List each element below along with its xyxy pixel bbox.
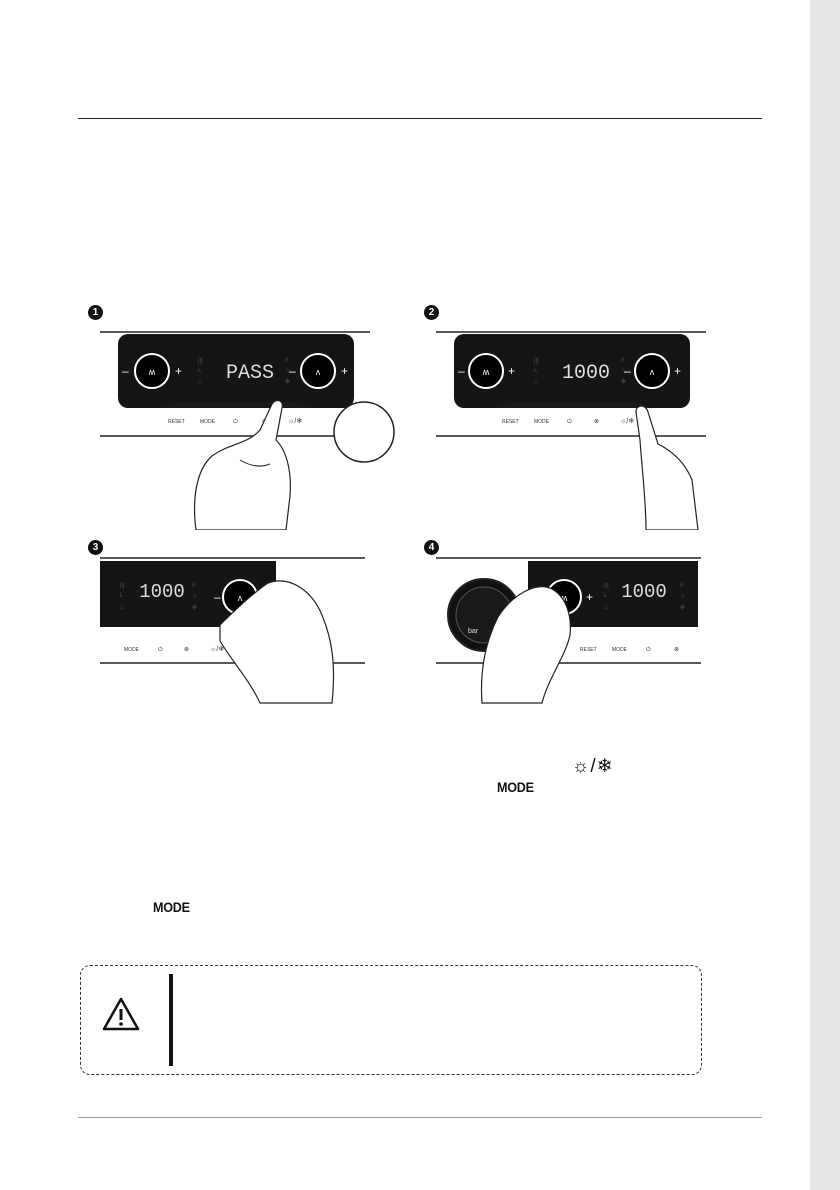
step-4-mode-label: MODE	[612, 647, 628, 653]
svg-text:|||: |||	[198, 358, 203, 364]
step-4-gauge-label: bar	[468, 628, 479, 635]
step-1-dhw-knob[interactable]: ʌ	[300, 353, 336, 389]
svg-text:|||: |||	[604, 583, 609, 589]
page-side-strip	[810, 0, 840, 1190]
step-2-badge: 2	[424, 305, 439, 320]
warning-divider	[169, 974, 173, 1066]
svg-text:ʍ: ʍ	[561, 593, 568, 603]
svg-text:⌂: ⌂	[604, 605, 608, 611]
svg-text:–: –	[624, 364, 631, 378]
svg-text:♨: ♨	[680, 592, 685, 599]
svg-text:✻: ✻	[680, 604, 685, 611]
svg-text:⊗: ⊗	[674, 647, 679, 653]
svg-text:L: L	[198, 368, 202, 374]
svg-text:⏻: ⏻	[646, 646, 651, 653]
svg-text:♨: ♨	[285, 367, 290, 374]
svg-text:⏻: ⏻	[233, 418, 238, 425]
svg-text:⌂: ⌂	[534, 379, 538, 385]
svg-text:♨: ♨	[192, 592, 197, 599]
footer-rule	[78, 1117, 762, 1118]
step-4-display: 1000	[621, 581, 667, 603]
svg-text:/\: /\	[680, 583, 684, 589]
step-3-mode-label: MODE	[124, 647, 140, 653]
step-4-reset-label: RESET	[580, 647, 597, 653]
svg-text:✻: ✻	[285, 378, 290, 385]
svg-text:ʌ: ʌ	[650, 367, 655, 377]
svg-text:ʍ: ʍ	[149, 367, 156, 377]
svg-text:+: +	[175, 364, 182, 378]
svg-text:/\: /\	[192, 583, 196, 589]
svg-text:✻: ✻	[192, 604, 197, 611]
svg-text:☼/❄: ☼/❄	[620, 417, 634, 425]
svg-text:/\: /\	[621, 358, 625, 364]
svg-text:ʍ: ʍ	[483, 367, 490, 377]
step-2-dhw-knob[interactable]: ʌ	[634, 353, 670, 389]
step-1-display: PASS	[226, 362, 274, 385]
step-1-heating-knob[interactable]: ʍ	[134, 353, 170, 389]
step-1-badge: 1	[88, 305, 103, 320]
mode-symbol-2: MODE	[153, 899, 190, 915]
svg-text:⊗: ⊗	[594, 419, 599, 425]
warning-box	[80, 965, 702, 1075]
step-2-display: 1000	[562, 362, 610, 385]
step-1-reset-label: RESET	[168, 419, 185, 425]
svg-text:–: –	[214, 590, 221, 604]
svg-text:+: +	[586, 590, 593, 604]
svg-text:|||: |||	[120, 583, 125, 589]
svg-text:–: –	[122, 364, 129, 378]
step-2-reset-label: RESET	[502, 419, 519, 425]
step-3-display: 1000	[139, 581, 185, 603]
sun-snow-icon: ☼/❄	[572, 756, 614, 777]
svg-text:ʌ: ʌ	[238, 593, 243, 603]
svg-text:✻: ✻	[621, 378, 626, 385]
svg-text:+: +	[674, 364, 681, 378]
svg-text:⌂: ⌂	[120, 605, 124, 611]
svg-text:☼/❄: ☼/❄	[210, 645, 224, 653]
step-4-panel: bar ʍ + 1000 ||| L ⌂ /\ ♨ ✻ RESET MODE ⏻ ⊗	[436, 555, 706, 705]
step-1-panel: ʍ – + PASS ||| L ⌂ /\ ♨ ✻ ʌ – + RESET MODE ⏻…	[100, 320, 400, 530]
svg-text:+: +	[341, 364, 348, 378]
svg-text:⊗: ⊗	[184, 647, 189, 653]
step-2-heating-knob[interactable]: ʍ	[468, 353, 504, 389]
svg-text:|||: |||	[534, 358, 539, 364]
svg-text:–: –	[458, 364, 465, 378]
svg-text:ʌ: ʌ	[316, 367, 321, 377]
svg-text:⏻: ⏻	[567, 418, 572, 425]
svg-text:+: +	[508, 364, 515, 378]
step-4-badge: 4	[424, 540, 439, 555]
svg-text:☼/❄: ☼/❄	[288, 417, 302, 425]
svg-text:⏻: ⏻	[158, 646, 163, 653]
step-2-panel: ʍ – + 1000 ||| L ⌂ /\ ♨ ✻ ʌ – + RESET MODE ⏻…	[436, 320, 726, 530]
svg-text:L: L	[604, 593, 608, 599]
step-3-badge: 3	[88, 540, 103, 555]
svg-text:⌂: ⌂	[198, 379, 202, 385]
svg-text:♨: ♨	[621, 367, 626, 374]
step-2-mode-label: MODE	[534, 419, 550, 425]
svg-text:L: L	[534, 368, 538, 374]
svg-text:L: L	[120, 593, 124, 599]
svg-text:–: –	[289, 364, 296, 378]
warning-triangle-icon	[101, 996, 141, 1037]
svg-text:/\: /\	[285, 358, 289, 364]
step-1-mode-label: MODE	[200, 419, 216, 425]
step-3-panel: 1000 ||| L ⌂ /\ ♨ ✻ ʌ – MODE ⏻ ⊗ ☼/❄	[100, 555, 370, 705]
header-rule	[78, 118, 762, 119]
mode-symbol-1: MODE	[497, 779, 534, 795]
